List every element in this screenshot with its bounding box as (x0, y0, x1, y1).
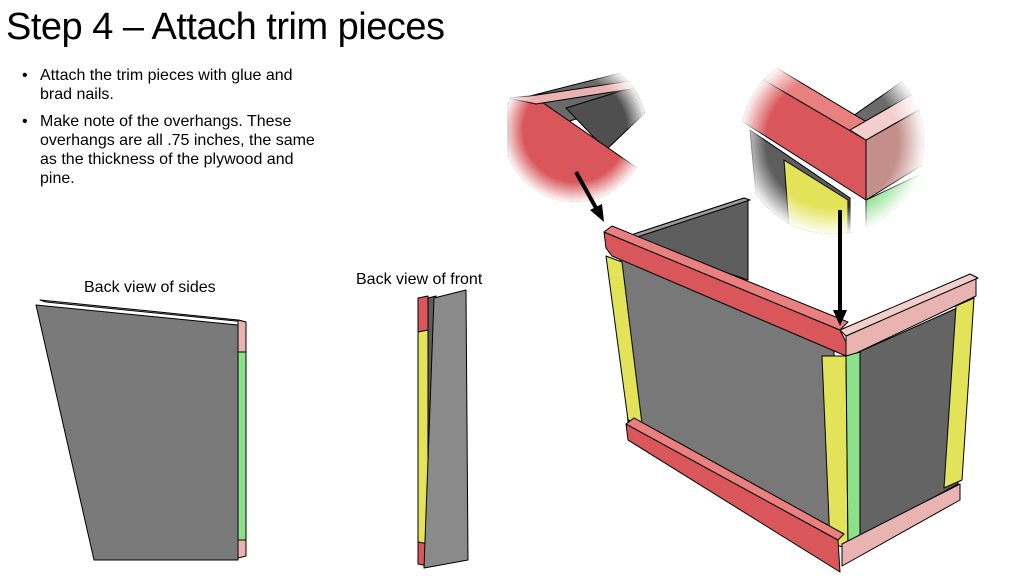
front-bottom-trim-red-top (625, 417, 845, 541)
caption-back-view-sides: Back view of sides (84, 279, 216, 296)
slide-title: Step 4 – Attach trim pieces (6, 6, 445, 48)
instruction-list: Attach the trim pieces with glue and bra… (18, 66, 318, 196)
side-panel-plywood (35, 304, 239, 561)
zoom-circle-icon (503, 58, 647, 202)
arrow-down-right-icon (574, 171, 604, 222)
side-panel-green-trim (237, 351, 247, 541)
zoom-circle-icon (740, 50, 924, 234)
assembled-box (603, 197, 979, 573)
arrow-down-icon (833, 210, 847, 326)
right-top-trim-pink-top (839, 273, 979, 337)
bullet-item: Attach the trim pieces with glue and bra… (18, 66, 318, 104)
front-top-trim-red-top (603, 225, 849, 331)
bullet-item: Make note of the overhangs. These overha… (18, 112, 318, 188)
side-panel-back-view (35, 299, 247, 561)
caption-back-view-front: Back view of front (356, 271, 483, 288)
front-panel-back-view (417, 289, 469, 569)
right-panel-stile-yellow (943, 297, 975, 489)
front-panel-plywood (423, 289, 469, 569)
right-panel-edge-green (845, 351, 861, 547)
right-bottom-trim-pink (841, 483, 961, 567)
